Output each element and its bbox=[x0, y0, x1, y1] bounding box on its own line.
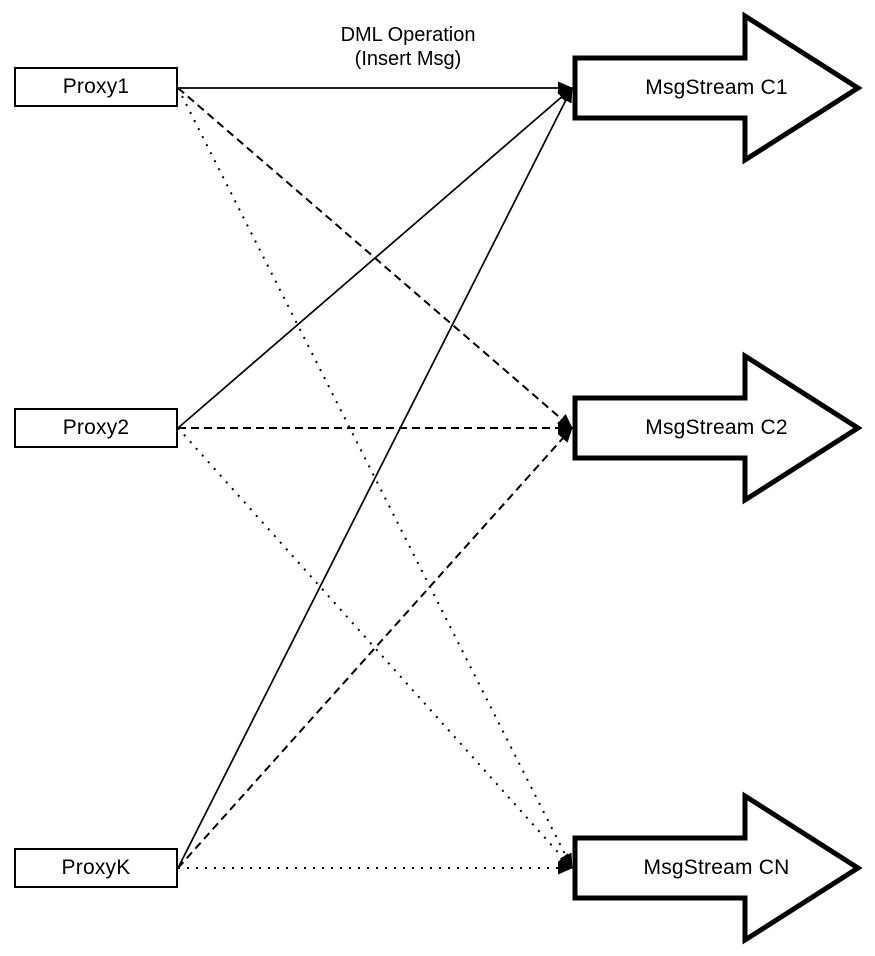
proxy2-box: Proxy2 bbox=[14, 408, 178, 448]
connector-lines bbox=[177, 81, 573, 875]
connector-proxy2-to-c1 bbox=[177, 87, 573, 429]
proxyk-box: ProxyK bbox=[14, 848, 178, 888]
dml-operation-label-line2: (Insert Msg) bbox=[354, 48, 462, 70]
connector-proxy1-to-cn bbox=[177, 87, 573, 869]
msgstream-cn-arrow-shape bbox=[572, 791, 863, 945]
proxyk-label: ProxyK bbox=[61, 856, 131, 879]
proxy2-label: Proxy2 bbox=[62, 416, 130, 439]
dml-operation-label: DML Operation (Insert Msg) bbox=[298, 23, 518, 71]
msgstream-c1-arrow-shape bbox=[572, 11, 863, 165]
dml-operation-label-line1: DML Operation bbox=[340, 24, 476, 46]
connector-proxy2-to-cn bbox=[177, 427, 573, 869]
msgstream-block-arrows bbox=[572, 11, 863, 945]
proxy1-box: Proxy1 bbox=[14, 67, 178, 107]
proxy1-label: Proxy1 bbox=[62, 75, 130, 98]
connector-proxyk-to-c2 bbox=[177, 427, 573, 869]
msgstream-c2-arrow-shape bbox=[572, 351, 863, 505]
connector-proxyk-to-c1 bbox=[177, 87, 573, 869]
